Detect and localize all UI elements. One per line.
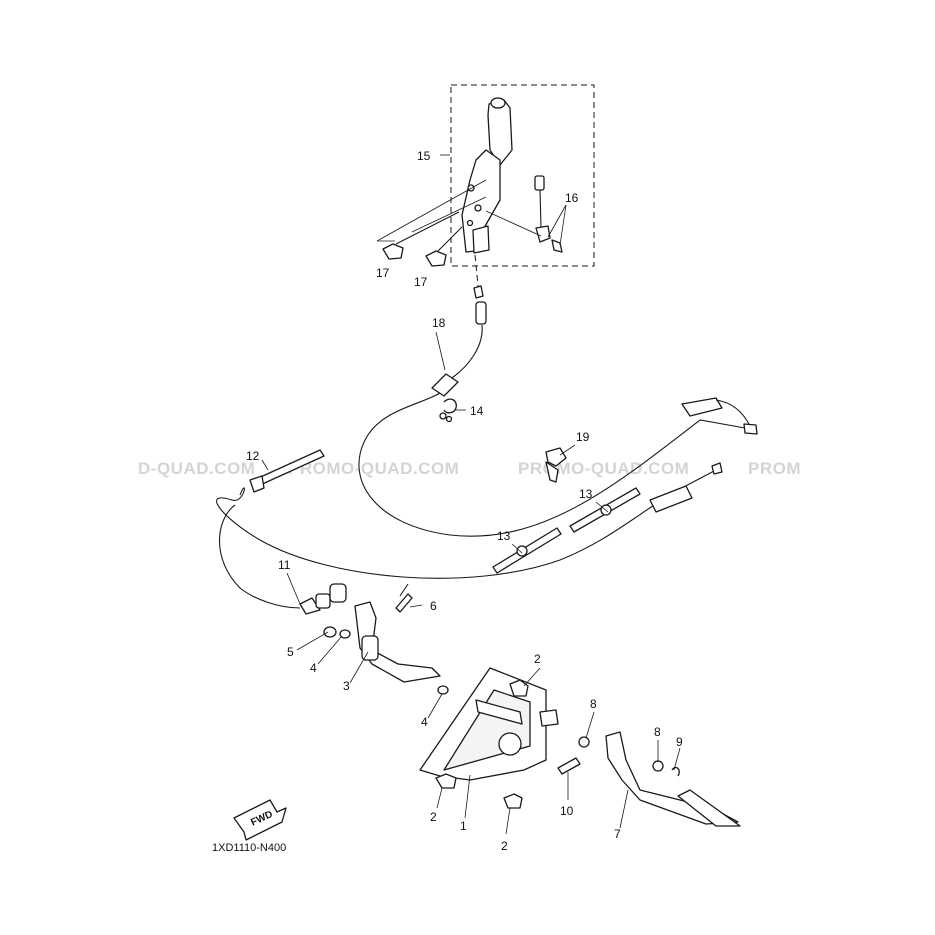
- watermark-text-4: PROM: [748, 459, 801, 478]
- callout-18: 18: [432, 316, 446, 330]
- callout-14: 14: [470, 404, 484, 418]
- callout-9: 9: [676, 735, 683, 749]
- callout-13a: 13: [579, 487, 593, 501]
- lever-assembly-box: [450, 84, 595, 267]
- callout-5: 5: [287, 645, 294, 659]
- callout-17a: 17: [376, 266, 390, 280]
- callout-8b: 8: [654, 725, 661, 739]
- callout-16: 16: [565, 191, 579, 205]
- callout-15: 15: [417, 149, 431, 163]
- leader-lines: [261, 331, 681, 835]
- part-15-brake-lever: [461, 97, 513, 254]
- diagram-code: 1XD1110-N400: [212, 842, 286, 854]
- callout-4a: 4: [310, 661, 317, 675]
- callout-7: 7: [614, 827, 621, 841]
- callout-1: 1: [460, 819, 467, 833]
- callouts: 15 16 17 17 18 14 19 12 13 13 11 6 5 4 3…: [246, 149, 683, 853]
- callout-12: 12: [246, 449, 260, 463]
- callout-2c: 2: [501, 839, 508, 853]
- callout-10: 10: [560, 804, 574, 818]
- callout-4b: 4: [421, 715, 428, 729]
- watermark: D-QUAD.COM PROMO-QUAD.COM PROMO-QUAD.COM…: [138, 459, 801, 478]
- part-11-lower-cable: [216, 462, 723, 615]
- parts-7-10-pedal: [539, 709, 741, 827]
- part-12-cable-tie: [249, 449, 325, 493]
- callout-11: 11: [278, 558, 291, 572]
- fwd-arrow: FWD: [233, 799, 287, 841]
- callout-17b: 17: [414, 275, 428, 289]
- part-18-cable: [358, 285, 758, 537]
- watermark-text-1: D-QUAD.COM: [138, 459, 255, 478]
- parts-3-6-lever: [323, 583, 449, 695]
- watermark-text-3: PROMO-QUAD.COM: [518, 459, 689, 478]
- callout-8a: 8: [590, 697, 597, 711]
- callout-19: 19: [576, 430, 590, 444]
- part-2-bolts: [435, 679, 529, 809]
- callout-2b: 2: [430, 810, 437, 824]
- part-14-clamp: [439, 398, 457, 423]
- part-19-holder: [545, 447, 567, 483]
- watermark-text-2: PROMO-QUAD.COM: [288, 459, 459, 478]
- callout-2a: 2: [534, 652, 541, 666]
- callout-3: 3: [343, 679, 350, 693]
- part-17-bolts: [382, 211, 463, 267]
- part-16-switch: [534, 175, 563, 253]
- callout-6: 6: [430, 599, 437, 613]
- callout-13b: 13: [497, 529, 511, 543]
